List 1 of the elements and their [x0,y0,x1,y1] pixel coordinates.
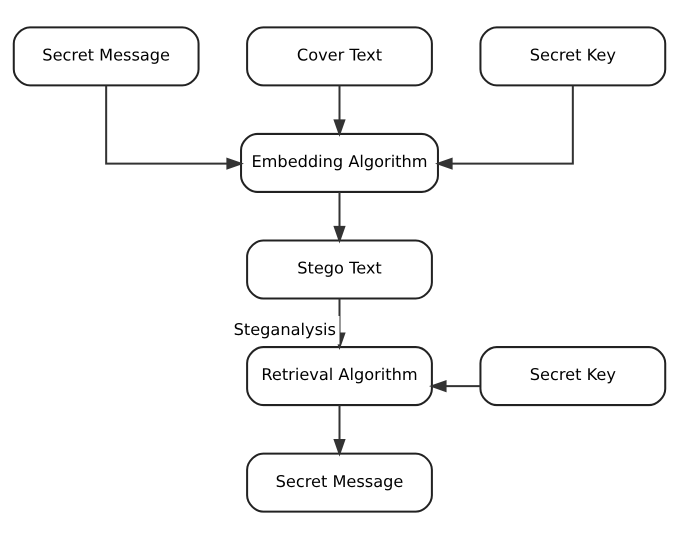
edge-label: Steganalysis [234,320,336,340]
